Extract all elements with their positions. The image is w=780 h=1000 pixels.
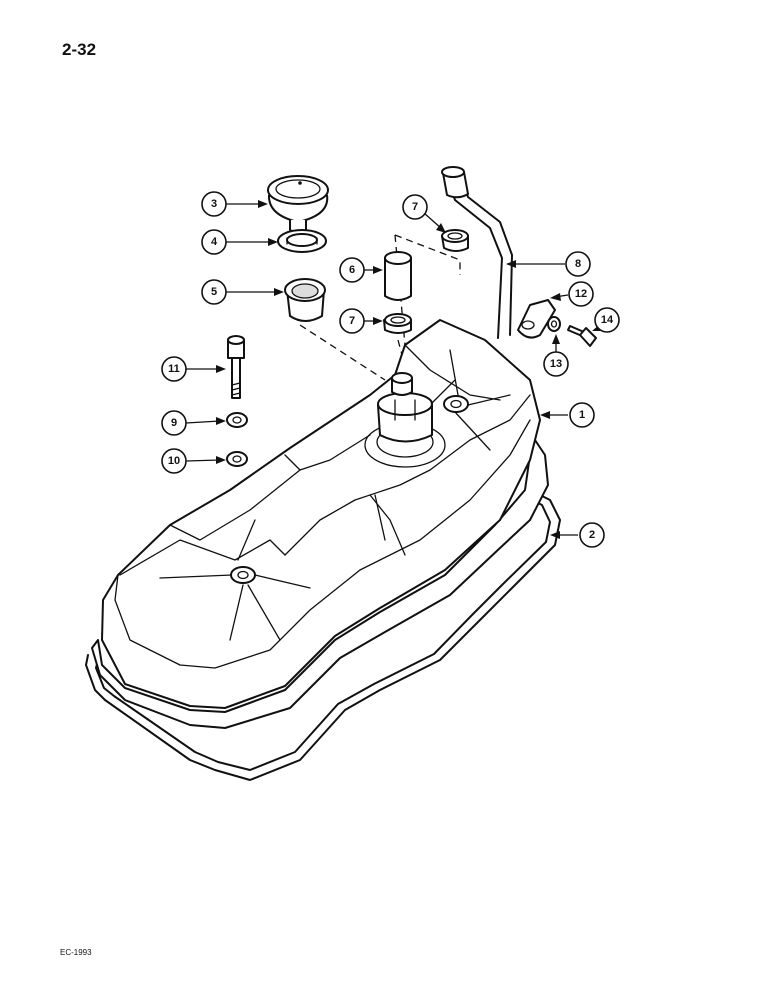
breather-pipe-illustration [441, 166, 513, 339]
washer-illustration [226, 412, 248, 428]
rocker-cover-illustration [91, 319, 549, 729]
callout-2-label: 2 [589, 529, 595, 541]
filler-cap-illustration [267, 175, 329, 233]
callout-5: 5 [201, 279, 284, 305]
callout-8-label: 8 [575, 258, 581, 270]
seal-washer-illustration [226, 451, 248, 467]
hose-clamp-lower-illustration [383, 313, 412, 334]
breather-hose-illustration [384, 251, 412, 301]
callout-4-label: 4 [211, 236, 218, 248]
callout-12-label: 12 [575, 288, 587, 300]
hose-clamp-upper-illustration [441, 229, 469, 252]
callout-7b-label: 7 [349, 315, 355, 327]
callout-12: 12 [550, 281, 594, 307]
callout-3-label: 3 [211, 198, 217, 210]
callout-6-label: 6 [349, 264, 355, 276]
callout-14-label: 14 [601, 314, 614, 326]
callout-9-label: 9 [171, 417, 177, 429]
callout-11: 11 [161, 356, 226, 382]
document-code: EC-1993 [60, 948, 92, 957]
callout-9: 9 [161, 410, 226, 436]
callout-13-label: 13 [550, 358, 562, 370]
callout-1-label: 1 [579, 409, 585, 421]
callout-14: 14 [592, 307, 620, 333]
callout-10: 10 [161, 448, 226, 474]
filler-neck-insert-illustration [284, 278, 326, 322]
callout-10-label: 10 [168, 455, 180, 467]
clip-washer-illustration [547, 316, 561, 332]
callout-7-upper: 7 [402, 194, 446, 233]
bolt-illustration [227, 335, 245, 399]
callout-7a-label: 7 [412, 201, 418, 213]
callout-13: 13 [543, 334, 569, 377]
callout-1: 1 [540, 402, 595, 428]
callout-6: 6 [339, 257, 383, 283]
pipe-clip-illustration [517, 299, 556, 339]
callout-5-label: 5 [211, 286, 217, 298]
callout-8: 8 [506, 251, 591, 277]
callout-2: 2 [550, 522, 605, 548]
clip-screw-illustration [567, 325, 597, 347]
callout-3: 3 [201, 191, 268, 217]
callout-4: 4 [201, 229, 278, 255]
cap-seal-illustration [277, 229, 327, 253]
callout-7-lower: 7 [339, 308, 383, 334]
page-number: 2-32 [62, 40, 97, 59]
callout-11-label: 11 [168, 363, 180, 375]
